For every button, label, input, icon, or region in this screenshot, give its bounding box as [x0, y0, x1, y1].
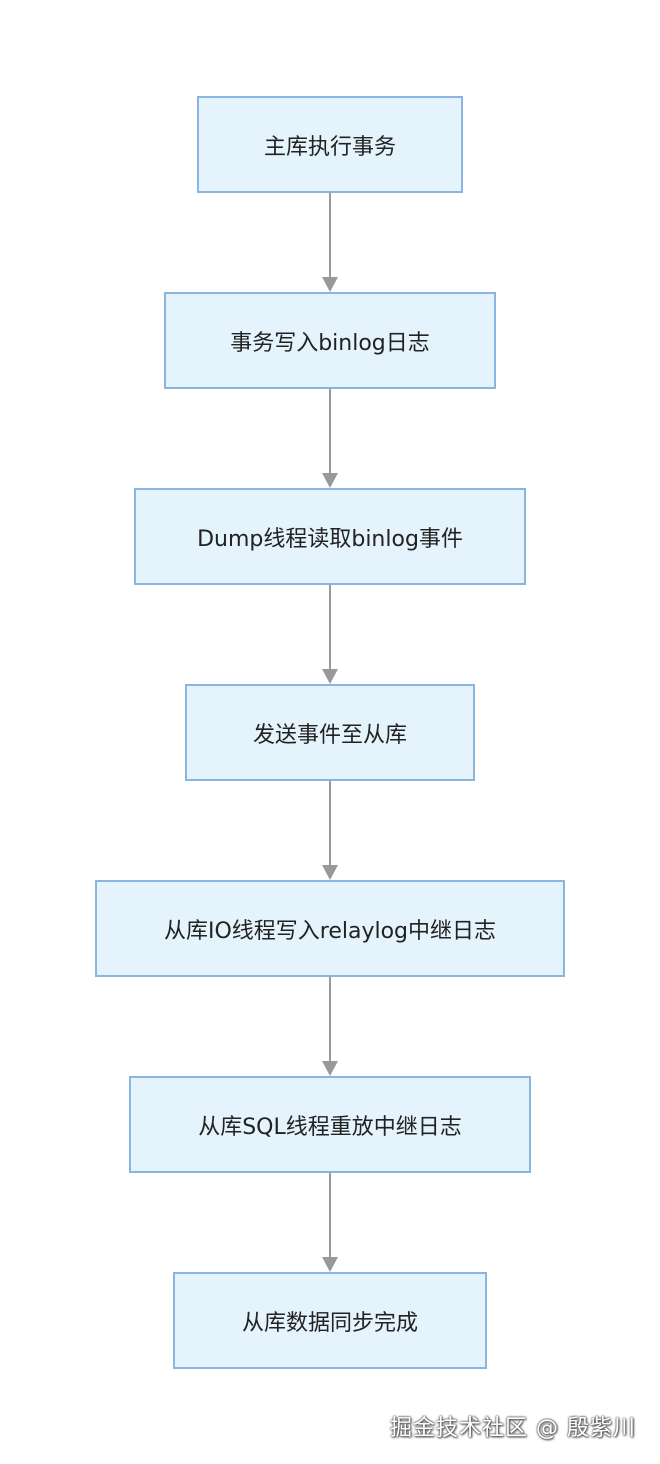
edge-n1-n2 [322, 193, 338, 292]
node-label: Dump线程读取binlog事件 [197, 526, 463, 552]
node-label: 从库数据同步完成 [241, 1310, 418, 1336]
edge-n3-n4 [322, 585, 338, 684]
edge-n5-n6 [322, 977, 338, 1076]
node-sync-complete: 从库数据同步完成 [173, 1272, 487, 1369]
node-label: 从库SQL线程重放中继日志 [198, 1114, 462, 1140]
node-write-binlog: 事务写入binlog日志 [164, 292, 496, 389]
node-master-execute-transaction: 主库执行事务 [197, 96, 463, 193]
node-sql-thread-replay: 从库SQL线程重放中继日志 [129, 1076, 531, 1173]
node-label: 主库执行事务 [263, 134, 396, 160]
watermark: 掘金技术社区 @ 殷紫川 [390, 1416, 636, 1441]
edge-n6-n7 [322, 1173, 338, 1272]
node-send-to-slave: 发送事件至从库 [185, 684, 475, 781]
node-dump-thread-read: Dump线程读取binlog事件 [134, 488, 526, 585]
node-label: 事务写入binlog日志 [230, 330, 430, 356]
node-io-thread-write-relaylog: 从库IO线程写入relaylog中继日志 [95, 880, 565, 977]
node-label: 从库IO线程写入relaylog中继日志 [163, 918, 497, 944]
edge-n4-n5 [322, 781, 338, 880]
edge-n2-n3 [322, 389, 338, 488]
node-label: 发送事件至从库 [252, 722, 407, 748]
